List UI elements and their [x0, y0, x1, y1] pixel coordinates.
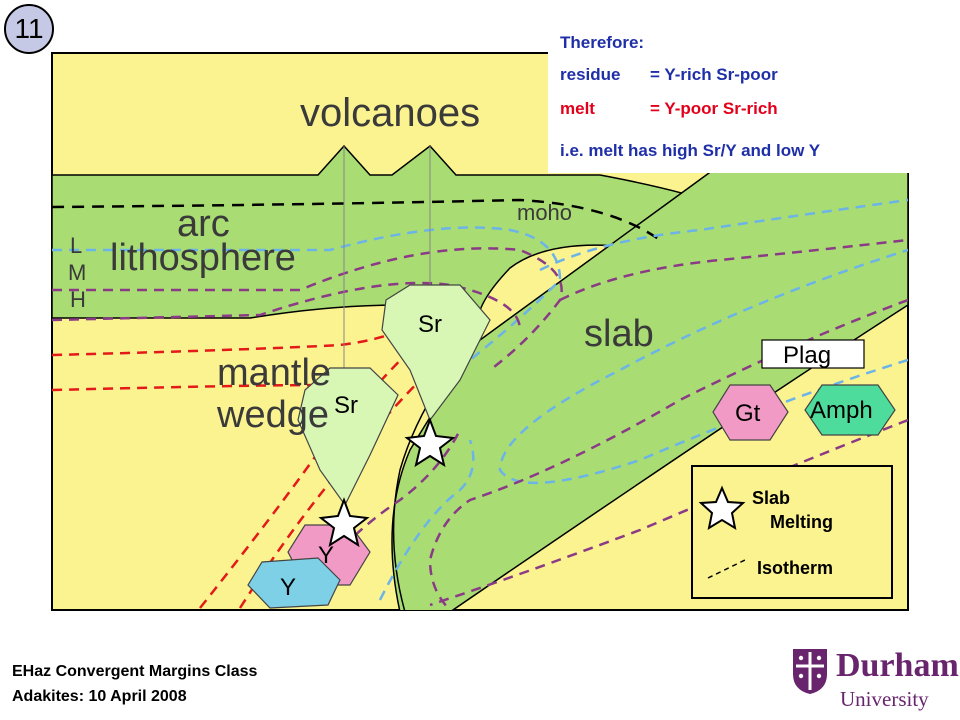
info-residue-line: residue = Y-rich Sr-poor [560, 65, 778, 85]
durham-crest-icon [793, 649, 827, 694]
info-conclusion: i.e. melt has high Sr/Y and low Y [560, 141, 821, 160]
footer-line-1: EHaz Convergent Margins Class [12, 663, 258, 680]
isotherm [52, 281, 522, 331]
isotherm [52, 328, 401, 357]
info-residue-value: = Y-rich Sr-poor [650, 65, 778, 84]
info-box: Therefore: residue = Y-rich Sr-poor melt =… [548, 25, 910, 173]
footer-line-2: Adakites: 10 April 2008 [12, 688, 187, 705]
label-mantle: mantle [217, 352, 331, 394]
melt-blob-lower [297, 367, 399, 507]
label-m: M [68, 260, 86, 285]
info-heading: Therefore: [560, 33, 645, 52]
label-plag: Plag [783, 342, 831, 369]
legend-slab: Slab [752, 488, 790, 508]
info-melt-label: melt [560, 99, 595, 118]
slab-melting-star [318, 497, 370, 548]
logo-name: Durham [836, 647, 959, 684]
legend-star-icon [698, 485, 746, 531]
isotherm [539, 198, 908, 272]
label-sr-upper: Sr [418, 311, 442, 338]
slab-melting-star [404, 417, 456, 468]
residue-y-blue [247, 557, 341, 609]
label-wedge: wedge [216, 394, 329, 436]
info-melt-value: = Y-poor Sr-rich [650, 99, 778, 118]
amph-hexagon [804, 384, 896, 436]
moho-line [52, 198, 661, 242]
label-lithosphere: lithosphere [110, 237, 296, 279]
label-volcanoes: volcanoes [300, 91, 480, 135]
durham-logo: Durham University [790, 643, 960, 715]
legend-melting: Melting [770, 512, 833, 532]
label-moho: moho [517, 200, 572, 225]
label-gt: Gt [735, 400, 761, 427]
isotherm [52, 247, 563, 371]
gt-hexagon [712, 384, 789, 441]
plag-box [761, 339, 865, 369]
melt-blob-upper [381, 284, 491, 422]
slide-number-badge: 11 [4, 4, 54, 54]
label-arc: arc [177, 203, 230, 245]
label-y-pink: Y [318, 542, 334, 569]
label-slab: slab [584, 313, 654, 355]
info-residue-label: residue [560, 65, 621, 84]
label-h: H [70, 287, 86, 312]
label-l: L [70, 233, 82, 258]
info-melt-line: melt = Y-poor Sr-rich [560, 99, 778, 119]
isotherm [429, 418, 908, 607]
legend-isotherm-icon [707, 559, 746, 579]
label-sr-lower: Sr [334, 392, 358, 419]
arc-lithosphere [52, 144, 722, 367]
label-amph: Amph [810, 397, 873, 424]
isotherm [378, 439, 475, 601]
logo-subtitle: University [840, 687, 929, 711]
isotherm [52, 383, 331, 392]
legend-box [691, 465, 893, 599]
label-y-blue: Y [280, 574, 296, 601]
legend-isotherm: Isotherm [757, 558, 833, 578]
